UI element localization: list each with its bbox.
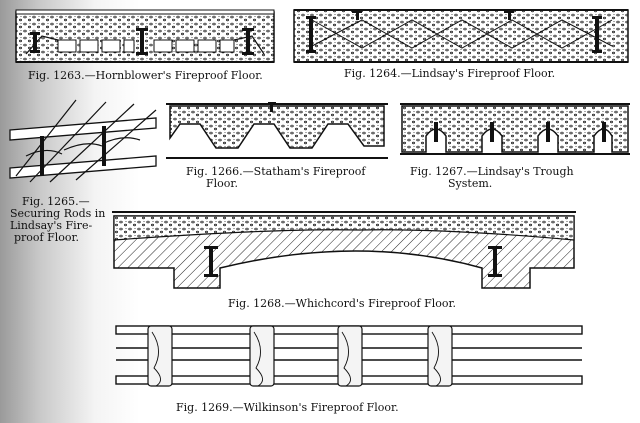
fig-1265-caption-line4: proof Floor. (14, 231, 80, 244)
fig-1266-caption-line1: Fig. 1266.—Statham's Fireproof (186, 165, 366, 178)
fig-1265-caption-line2: Securing Rods in (10, 207, 106, 220)
fig-1267-drawing (400, 103, 630, 155)
fig-1269-drawing (115, 325, 583, 387)
fig-1267-caption-line2: System. (448, 177, 493, 190)
fig-1263-caption: Fig. 1263.—Hornblower's Fireproof Floor. (28, 69, 263, 82)
fig-1267-caption-line1: Fig. 1267.—Lindsay's Trough (410, 165, 574, 178)
fig-1265-caption-line3: Lindsay's Fire- (10, 219, 93, 232)
fig-1268-drawing (112, 211, 576, 289)
fig-1265-drawing (9, 99, 157, 183)
fig-1268-caption: Fig. 1268.—Whichcord's Fireproof Floor. (228, 297, 457, 310)
fig-1263-drawing (15, 9, 275, 63)
fig-1266-drawing (166, 102, 388, 159)
fig-1266-caption-line2: Floor. (206, 177, 238, 190)
fig-1264-caption: Fig. 1264.—Lindsay's Fireproof Floor. (344, 67, 556, 80)
fig-1264-drawing (293, 9, 629, 63)
fig-1265-caption-line1: Fig. 1265.— (22, 195, 90, 208)
fig-1269-caption: Fig. 1269.—Wilkinson's Fireproof Floor. (176, 401, 399, 414)
